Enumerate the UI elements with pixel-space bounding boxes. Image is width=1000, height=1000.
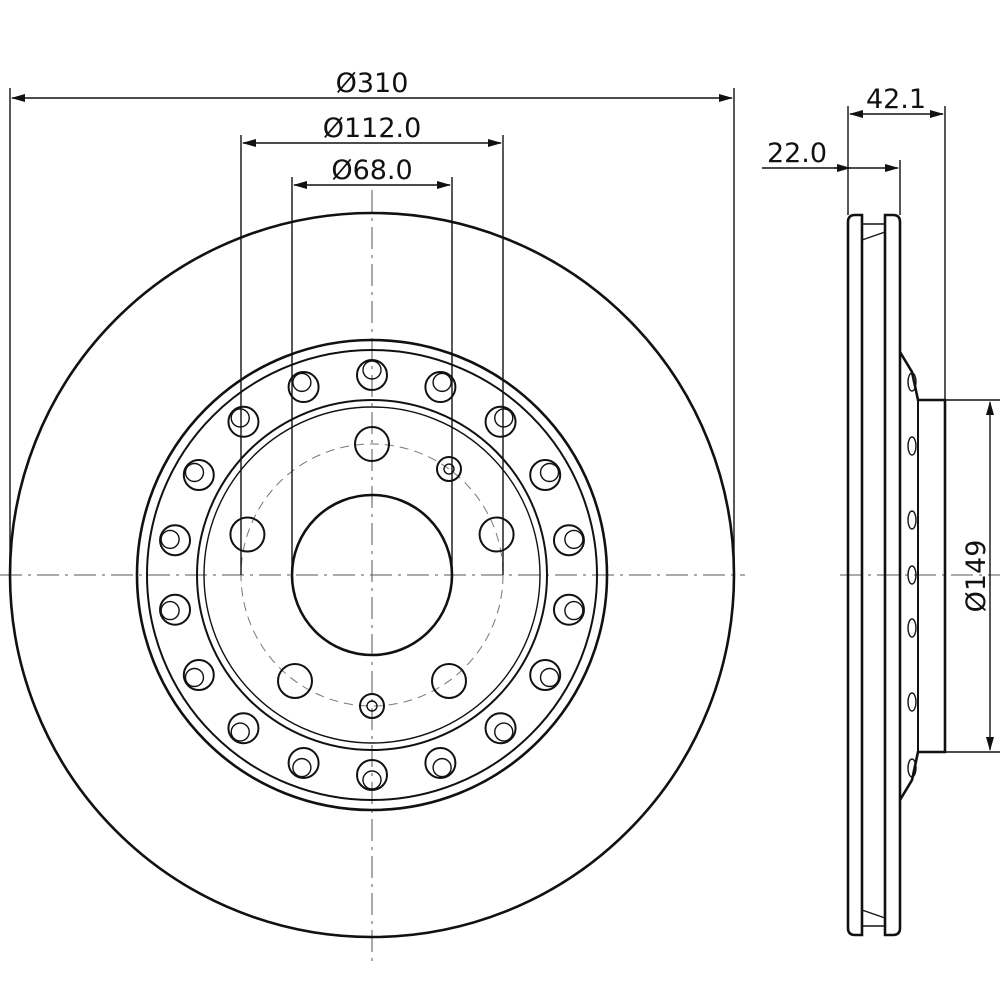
vent-hole (552, 593, 585, 626)
ventilation-holes (159, 359, 585, 791)
bolt-hole (277, 662, 314, 699)
side-vent-hole (907, 692, 917, 712)
vent-hole (159, 524, 192, 557)
hat-flange-inner-edge (203, 406, 541, 744)
bolt-hole (229, 516, 266, 553)
vent-hole (287, 371, 320, 404)
vent-gap-bottom (861, 909, 886, 919)
side-vent-hole (907, 510, 917, 530)
side-view: 42.1 22.0 Ø149 (762, 84, 1000, 937)
hat-diameter-label: Ø149 (961, 540, 992, 613)
vent-hole (529, 459, 562, 491)
vent-gap-top (861, 231, 886, 241)
disc-thickness-label: 22.0 (767, 138, 827, 169)
friction-ring-inner-edge (135, 338, 609, 812)
side-vent-hole (907, 565, 917, 585)
vent-hole (356, 759, 388, 791)
bolt-hole (478, 516, 515, 553)
hat-flange-edge (196, 399, 548, 751)
locating-holes (359, 456, 462, 719)
bolt-circle-label: Ø112.0 (323, 113, 422, 144)
total-height-label: 42.1 (866, 84, 926, 115)
locating-hole (435, 456, 462, 483)
bolt-holes (229, 426, 515, 699)
vent-hole (484, 712, 517, 745)
vent-hole (484, 405, 517, 438)
inner-friction-plate (883, 213, 902, 937)
bolt-hole (354, 426, 390, 462)
side-vent-hole (907, 618, 917, 638)
outer-diameter-label: Ø310 (336, 68, 409, 99)
vent-hole (182, 659, 215, 691)
front-view: Ø310 Ø112.0 Ø68.0 (0, 68, 745, 965)
center-bore-label: Ø68.0 (331, 155, 412, 186)
side-vent-hole (907, 372, 917, 392)
vent-hole (227, 405, 260, 438)
vent-hole (529, 659, 562, 691)
side-vent-holes (907, 372, 917, 778)
vent-hole (424, 371, 457, 404)
hat-outer-edge (146, 349, 598, 801)
vent-hole (552, 524, 585, 557)
vent-hole (287, 746, 320, 779)
bolt-hole (430, 662, 467, 699)
side-vent-hole (907, 758, 917, 778)
vent-hole (182, 459, 215, 491)
vent-hole (356, 359, 388, 391)
vent-hole (424, 746, 457, 779)
side-vent-hole (907, 436, 917, 456)
vent-hole (159, 593, 192, 626)
vent-hole (227, 712, 260, 745)
hat-profile (898, 351, 947, 801)
locating-hole (359, 693, 385, 719)
outer-friction-plate (846, 213, 864, 937)
